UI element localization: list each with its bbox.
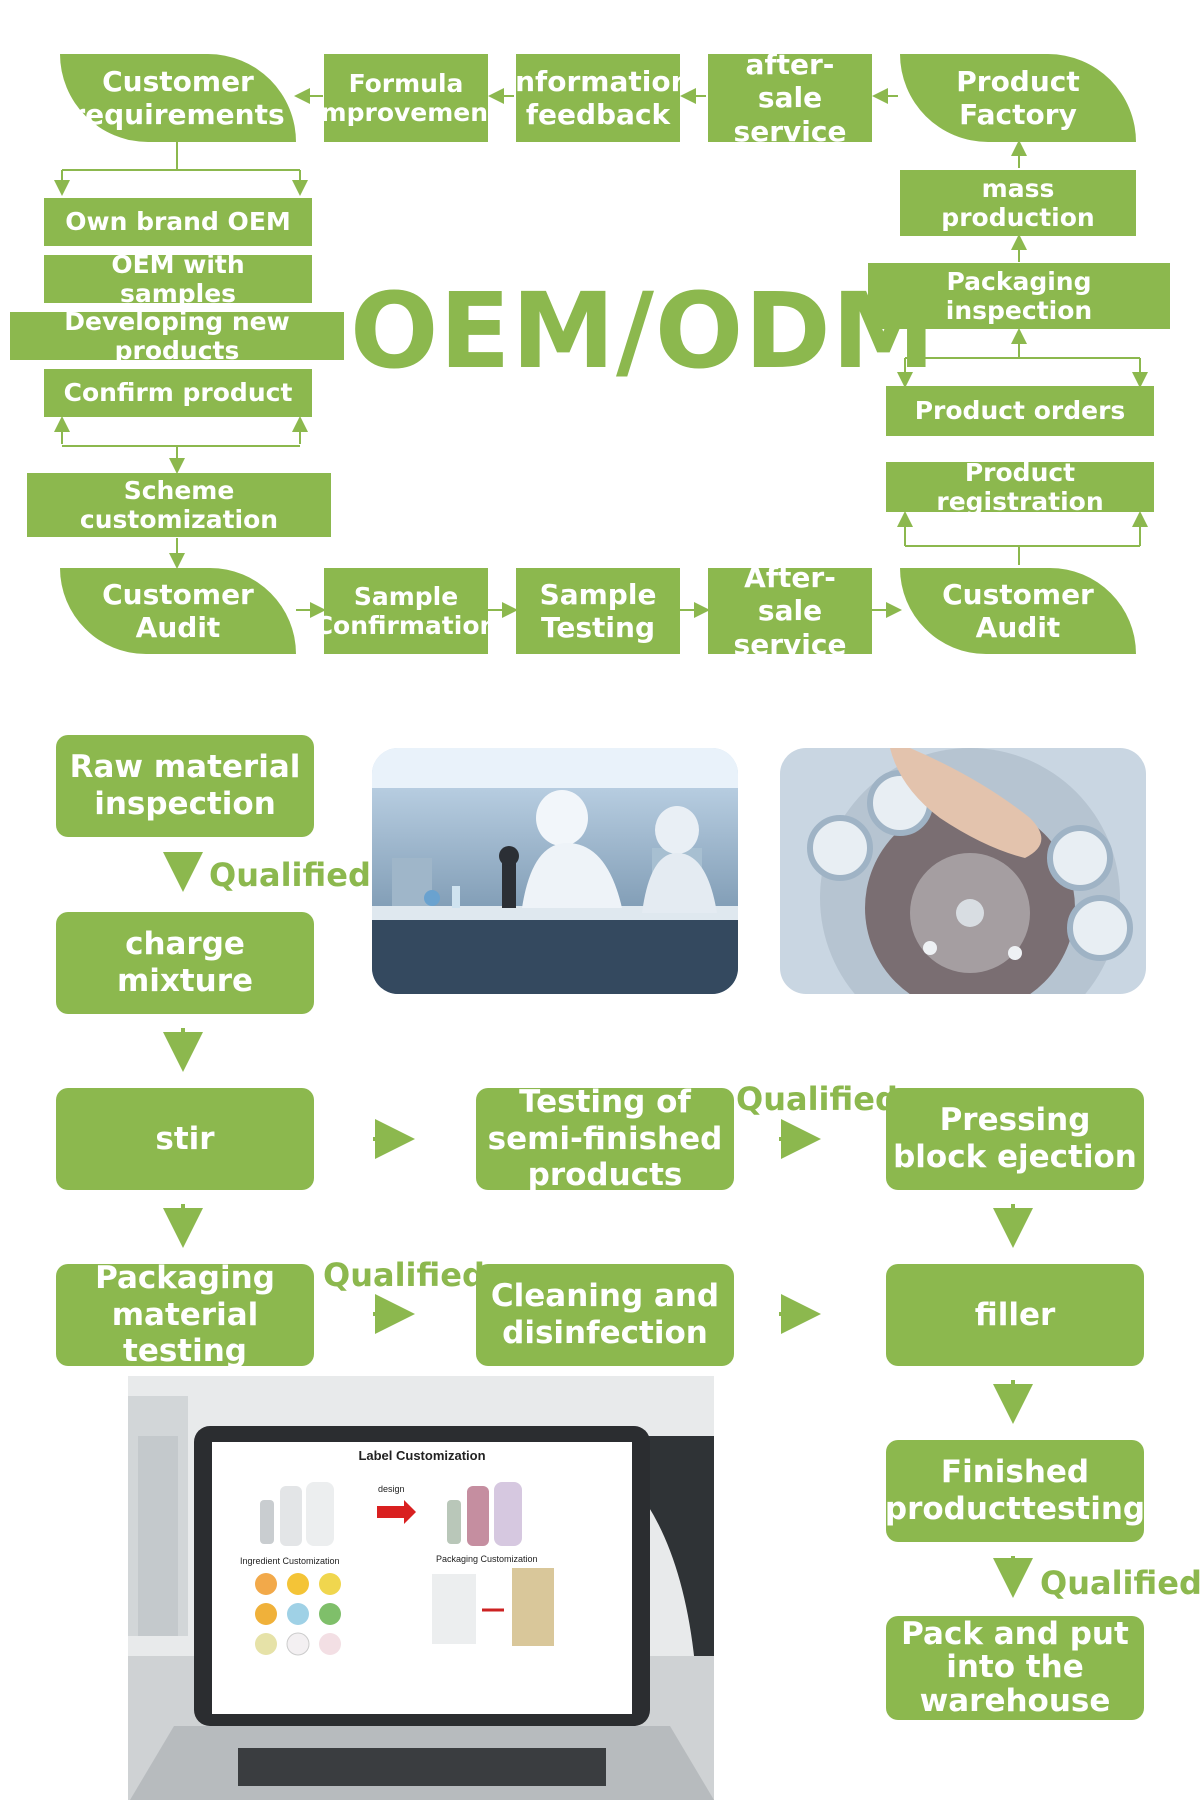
page-title: OEM/ODM [350, 270, 937, 392]
lab-workers-icon [372, 748, 738, 994]
label-qualified-1: Qualified [209, 856, 371, 894]
packaging-label: Packaging Customization [436, 1554, 538, 1564]
node-scheme-customization: Scheme customization [27, 473, 331, 537]
step-finished-product-testing: Finished producttesting [885, 1440, 1145, 1542]
step-filler: filler [886, 1264, 1144, 1366]
screen-title: Label Customization [358, 1448, 486, 1463]
lab-workers-photo [372, 748, 738, 994]
node-packaging-inspection: Packaging inspection [868, 263, 1170, 329]
step-raw-material-inspection: Raw material inspection [56, 735, 314, 837]
node-developing-new-products: Developing new products [10, 307, 344, 365]
ingredient-label: Ingredient Customization [240, 1556, 340, 1566]
step-testing-semi-finished: Testing of semi-finished products [476, 1084, 734, 1193]
filling-machine-icon [780, 748, 1146, 994]
node-customer-audit-left: Customer Audit [60, 568, 296, 654]
step-cleaning-disinfection: Cleaning and disinfection [476, 1264, 734, 1366]
node-mass-production: mass production [900, 170, 1136, 236]
step-packaging-material-testing: Packaging material testing [56, 1260, 314, 1369]
node-oem-with-samples: OEM with samples [44, 250, 312, 308]
step-pressing-block-ejection: Pressing block ejection [886, 1088, 1144, 1190]
label-qualified-2: Qualified [736, 1080, 898, 1118]
node-sample-testing: Sample Testing [516, 568, 680, 654]
filling-machine-photo [780, 748, 1146, 994]
laptop-photo: Label Customization design Ingredient Cu… [128, 1376, 714, 1800]
node-after-sale-service-top: after-sale service [708, 48, 872, 148]
design-label: design [378, 1484, 405, 1494]
node-own-brand-oem: Own brand OEM [44, 198, 312, 246]
laptop-screen: Label Customization design Ingredient Cu… [212, 1442, 632, 1714]
node-sample-confirmation: Sample Confirmation [315, 568, 497, 654]
node-customer-requirements: Customer requirements [60, 54, 296, 142]
node-product-registration: Product registration [886, 458, 1154, 516]
node-formula-improvement: Formula improvement [312, 54, 500, 142]
step-charge-mixture: charge mixture [56, 912, 314, 1014]
node-product-factory: Product Factory [900, 54, 1136, 142]
screen-graphics [255, 1482, 554, 1656]
label-qualified-4: Qualified [1040, 1564, 1200, 1602]
node-confirm-product: Confirm product [44, 369, 312, 417]
step-pack-warehouse: Pack and put into the warehouse [886, 1616, 1144, 1720]
label-qualified-3: Qualified [323, 1256, 485, 1294]
step-stir: stir [56, 1088, 314, 1190]
node-customer-audit-right: Customer Audit [900, 568, 1136, 654]
node-after-sale-service-bottom: After-sale service [708, 561, 872, 661]
node-product-orders: Product orders [886, 386, 1154, 436]
node-information-feedback: information feedback [506, 54, 691, 142]
